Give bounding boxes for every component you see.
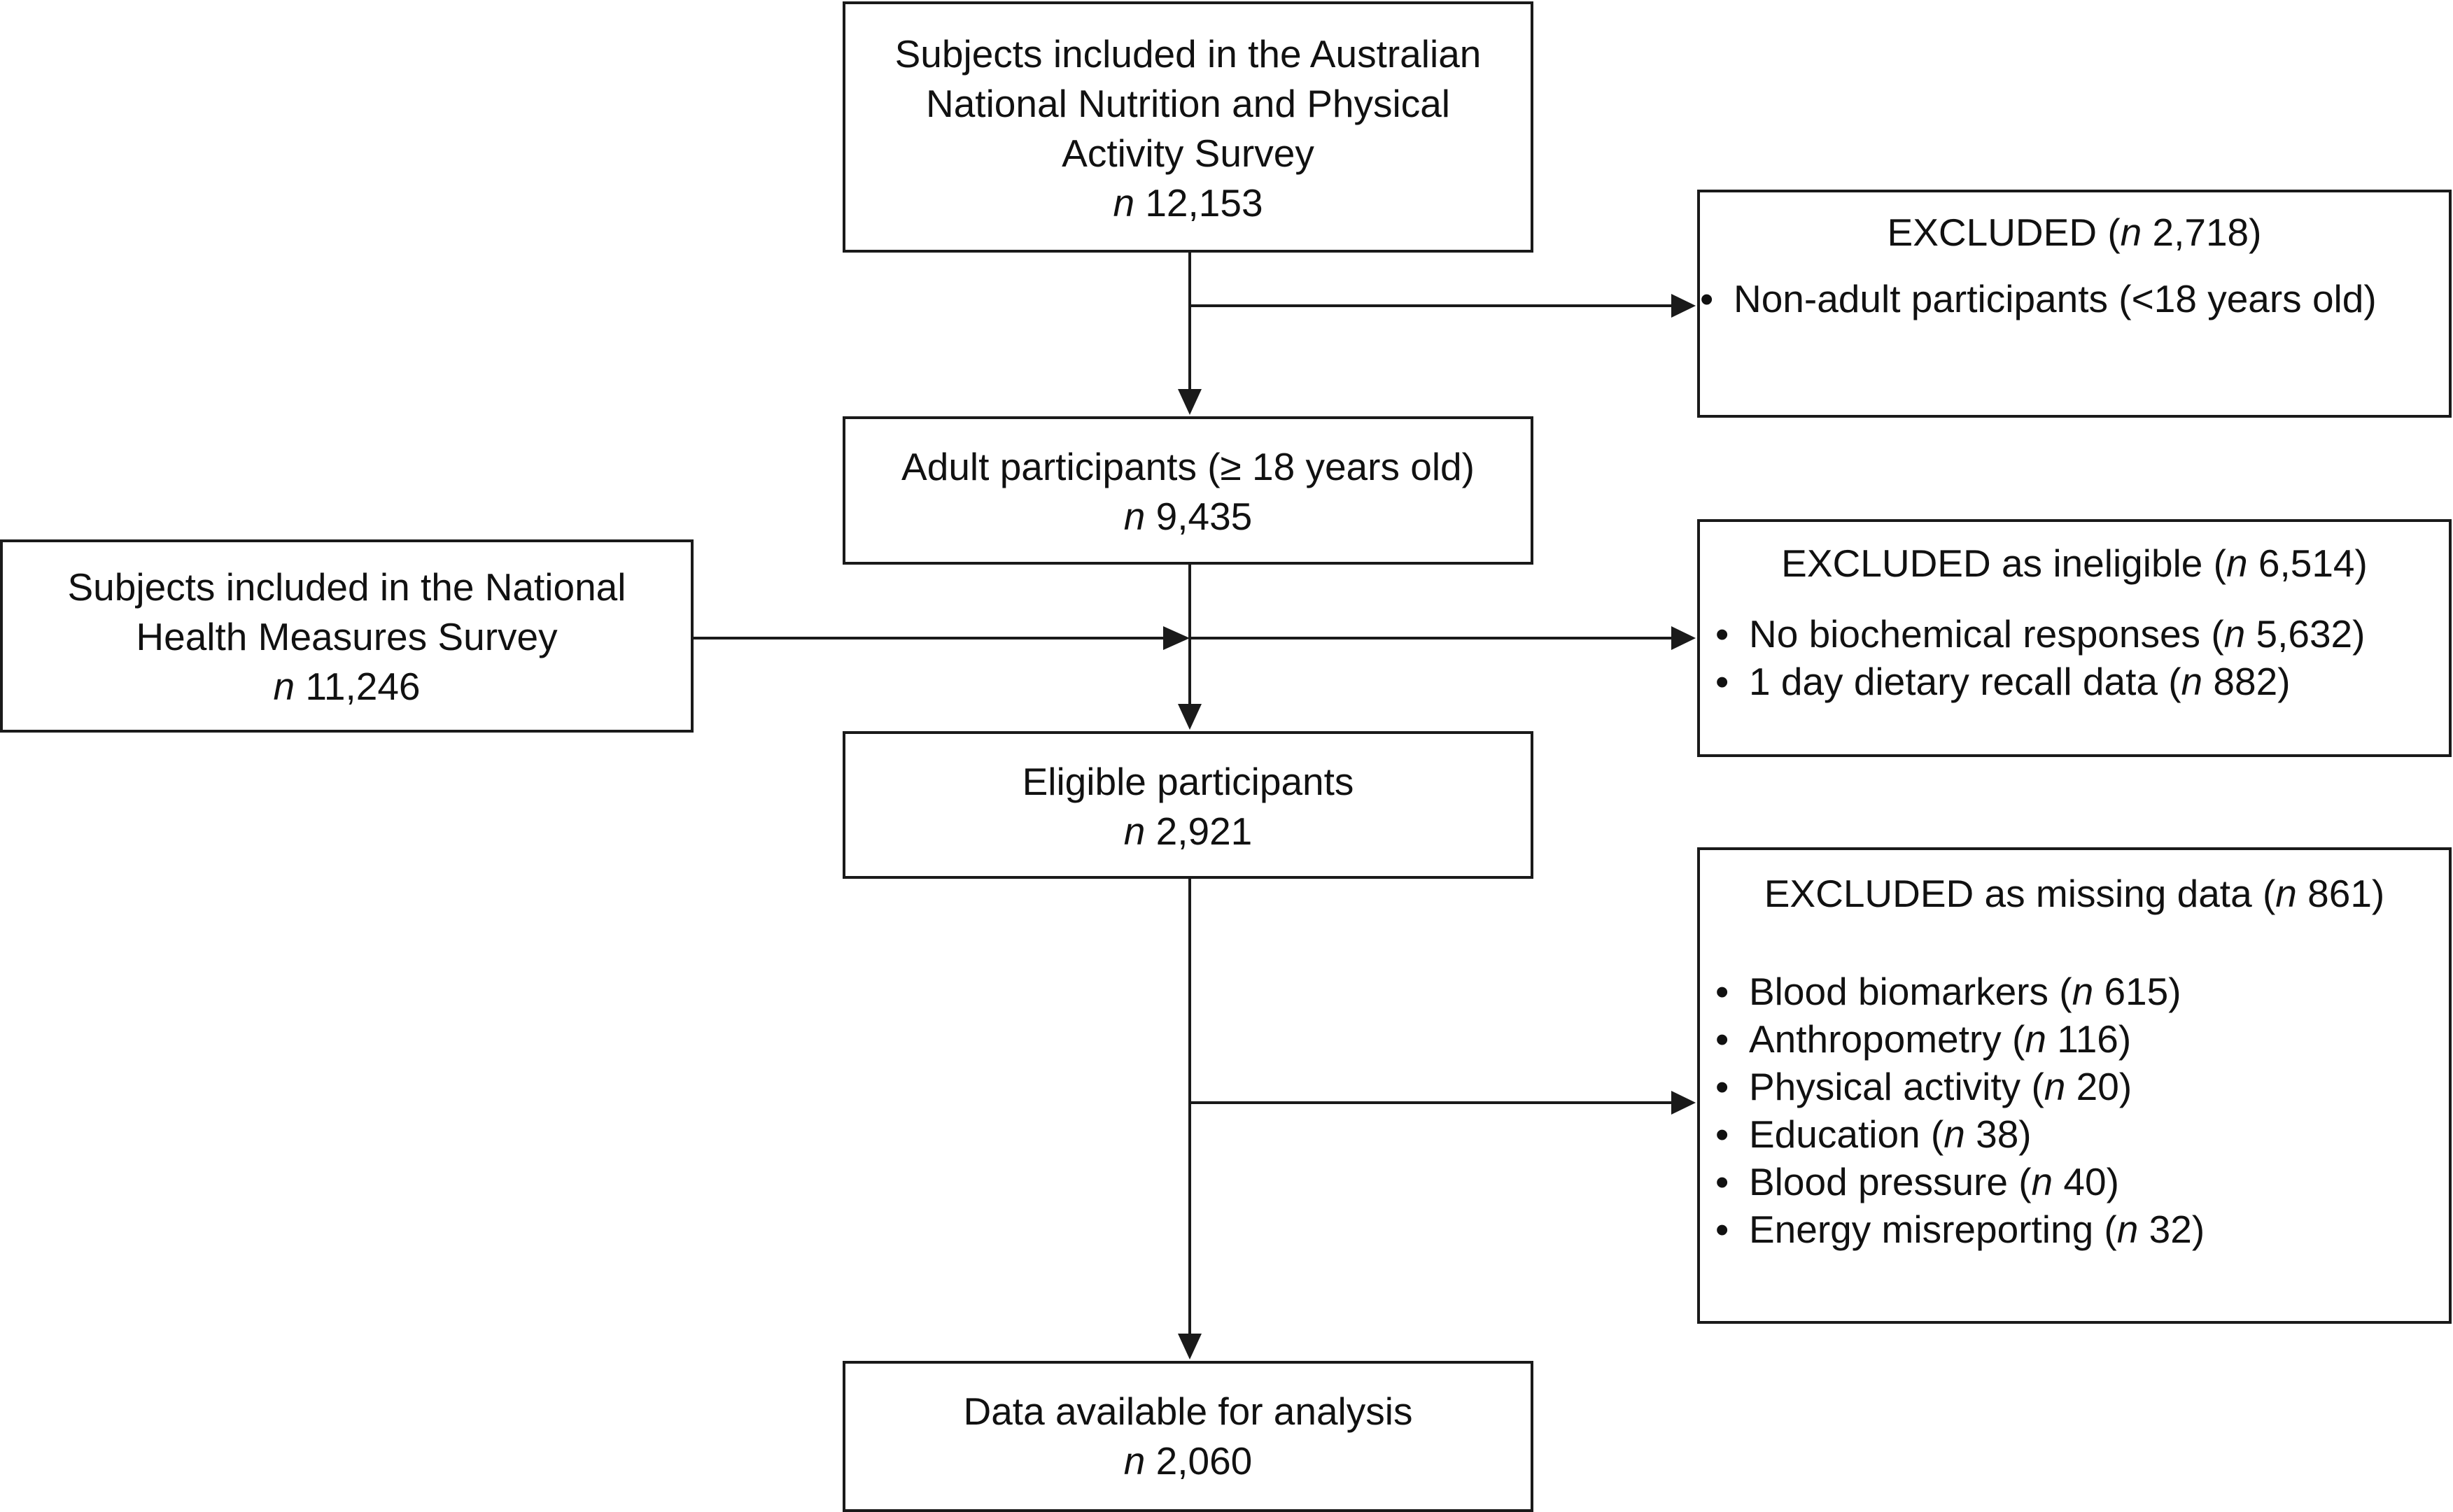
arrowhead-to-eligible: [1178, 704, 1202, 730]
arrowhead-to-excluded-age: [1671, 294, 1696, 318]
excluded-missing-item: • Anthropometry (n 116): [1700, 1015, 2449, 1063]
excluded-missing-item-label: Blood pressure (n 40): [1749, 1160, 2119, 1203]
anpas-box: Subjects included in the Australian Nati…: [843, 1, 1533, 253]
bullet: •: [1715, 660, 1729, 703]
adults-count: n 9,435: [1123, 495, 1253, 538]
excluded-missing-item: • Blood pressure (n 40): [1700, 1158, 2449, 1206]
excluded-ineligible-box: EXCLUDED as ineligible (n 6,514) • No bi…: [1697, 519, 2452, 757]
arrowhead-nhms-merge: [1163, 626, 1190, 650]
adults-label: Adult participants (≥ 18 years old): [901, 445, 1475, 488]
excluded-missing-item-label: Blood biomarkers (n 615): [1749, 970, 2181, 1013]
excluded-missing-title: EXCLUDED as missing data (n 861): [1764, 872, 2385, 915]
anpas-line-3: Activity Survey: [1062, 132, 1314, 175]
excluded-missing-item-label: Physical activity (n 20): [1749, 1065, 2132, 1108]
eligible-count: n 2,921: [1123, 810, 1253, 853]
bullet: •: [1700, 277, 1714, 320]
excluded-ineligible-item-label: No biochemical responses (n 5,632): [1749, 612, 2366, 656]
adults-box: Adult participants (≥ 18 years old) n 9,…: [843, 416, 1533, 565]
nhms-line-1: Subjects included in the National: [67, 565, 626, 609]
bullet: •: [1715, 1017, 1729, 1061]
excluded-ineligible-item: • 1 day dietary recall data (n 882): [1700, 658, 2449, 705]
arrowhead-to-excluded-missing: [1671, 1091, 1696, 1115]
excluded-missing-item-label: Education (n 38): [1749, 1112, 2032, 1156]
excluded-age-title: EXCLUDED (n 2,718): [1887, 211, 2262, 254]
arrowhead-to-analysis: [1178, 1334, 1202, 1359]
excluded-missing-item: • Energy misreporting (n 32): [1700, 1206, 2449, 1253]
excluded-missing-item: • Education (n 38): [1700, 1110, 2449, 1158]
excluded-missing-item-label: Anthropometry (n 116): [1749, 1017, 2132, 1061]
anpas-count: n 12,153: [1113, 181, 1263, 225]
bullet: •: [1715, 970, 1729, 1013]
excluded-ineligible-item: • No biochemical responses (n 5,632): [1700, 610, 2449, 658]
eligible-box: Eligible participants n 2,921: [843, 731, 1533, 879]
excluded-age-item: • Non-adult participants (<18 years old): [1685, 275, 2449, 323]
nhms-box: Subjects included in the National Health…: [0, 539, 694, 733]
anpas-line-1: Subjects included in the Australian: [894, 32, 1482, 76]
eligible-label: Eligible participants: [1022, 760, 1354, 803]
excluded-missing-item: • Blood biomarkers (n 615): [1700, 968, 2449, 1015]
excluded-ineligible-item-label: 1 day dietary recall data (n 882): [1749, 660, 2291, 703]
excluded-missing-box: EXCLUDED as missing data (n 861) • Blood…: [1697, 847, 2452, 1324]
arrowhead-to-excluded-ineligible: [1671, 626, 1696, 650]
excluded-age-list: • Non-adult participants (<18 years old): [1700, 275, 2449, 323]
bullet: •: [1715, 1112, 1729, 1156]
anpas-line-2: National Nutrition and Physical: [926, 82, 1450, 125]
excluded-missing-item-label: Energy misreporting (n 32): [1749, 1208, 2205, 1251]
nhms-count: n 11,246: [273, 665, 421, 708]
bullet: •: [1715, 1160, 1729, 1203]
excluded-age-item-label: Non-adult participants (<18 years old): [1734, 277, 2377, 320]
arrowhead-to-adults: [1178, 389, 1202, 415]
analysis-count: n 2,060: [1123, 1439, 1253, 1483]
bullet: •: [1715, 1065, 1729, 1108]
excluded-age-box: EXCLUDED (n 2,718) • Non-adult participa…: [1697, 190, 2452, 418]
analysis-label: Data available for analysis: [963, 1390, 1413, 1433]
bullet: •: [1715, 612, 1729, 656]
excluded-missing-list: • Blood biomarkers (n 615) • Anthropomet…: [1700, 968, 2449, 1253]
excluded-ineligible-title: EXCLUDED as ineligible (n 6,514): [1781, 542, 2368, 585]
analysis-box: Data available for analysis n 2,060: [843, 1361, 1533, 1512]
bullet: •: [1715, 1208, 1729, 1251]
excluded-ineligible-list: • No biochemical responses (n 5,632) • 1…: [1700, 610, 2449, 705]
excluded-missing-item: • Physical activity (n 20): [1700, 1063, 2449, 1110]
nhms-line-2: Health Measures Survey: [136, 615, 558, 658]
